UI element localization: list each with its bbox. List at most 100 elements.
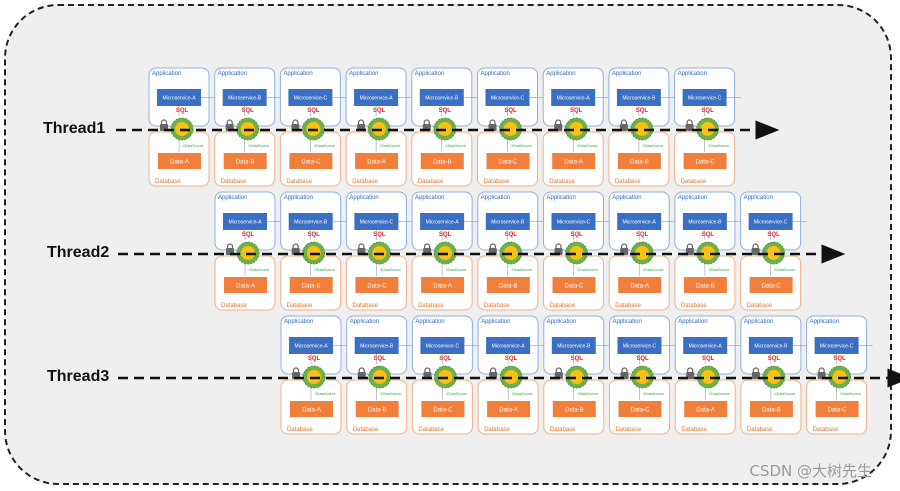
lock-icon-shackle [358,119,365,124]
data-box [683,153,727,169]
application-label: Application [547,319,576,325]
datasource-label: XDataSource [511,268,532,272]
microservice-box [223,213,267,230]
database-label: Database [418,427,444,433]
microservice-label: Microservice-C [426,344,460,350]
data-label: Data-C [301,160,321,166]
datasource-label: XDataSource [774,392,795,396]
microservice-box [617,213,662,230]
application-label: Application [546,71,575,77]
lock-icon-shackle [752,367,759,372]
data-box [421,277,465,293]
database-label: Database [418,303,444,309]
lock-icon-shackle [292,119,299,124]
sql-label: SQL [571,356,584,362]
microservice-label: Microservice-B [425,96,459,102]
microservice-box [486,337,531,354]
database-label: Database [418,179,444,185]
database-label: Database [221,303,247,309]
application-label: Application [678,195,707,201]
database-label: Database [353,427,379,433]
application-label: Application [349,195,378,201]
application-label: Application [350,319,379,325]
datasource-label: XDataSource [314,268,335,272]
cell-1-4: ApplicationMicroservice-ASQLXDataSourceD… [345,67,413,187]
microservice-box [616,89,661,106]
data-box [355,401,399,417]
data-label: Data-A [433,284,452,290]
microservice-label: Microservice-C [294,96,328,102]
lock-icon-shackle [555,367,562,372]
application-label: Application [218,71,247,77]
data-label: Data-A [499,408,518,414]
database-label: Database [681,179,707,185]
datasource-label: XDataSource [709,392,730,396]
lock-icon-shackle [752,243,759,248]
cell-1-7: ApplicationMicroservice-ASQLXDataSourceD… [542,67,610,187]
database-label: Database [550,427,576,433]
microservice-label: Microservice-C [360,220,394,226]
lock-icon-shackle [621,243,628,248]
database-label: Database [747,427,773,433]
data-label: Data-B [368,408,387,414]
watermark: CSDN @大树先生 [749,462,872,480]
datasource-label: XDataSource [445,144,466,148]
application-label: Application [152,71,181,77]
datasource-label: XDataSource [315,392,336,396]
lock-icon-shackle [620,119,627,124]
microservice-box [682,213,727,230]
microservice-box [289,337,333,354]
cell-2-3: ApplicationMicroservice-CSQLXDataSourceD… [345,191,413,311]
lock-icon-shackle [687,367,694,372]
cell-1-5: ApplicationMicroservice-BSQLXDataSourceD… [411,67,478,187]
data-label: Data-B [499,284,518,290]
datasource-label: XDataSource [708,144,729,148]
lock-icon [751,372,760,379]
microservice-box [485,89,530,106]
data-label: Data-B [696,284,715,290]
application-label: Application [283,71,312,77]
microservice-label: Microservice-B [557,344,591,350]
datasource-label: XDataSource [314,144,335,148]
lock-icon-shackle [686,119,693,124]
microservice-box [354,337,399,354]
lock-icon-shackle [555,119,562,124]
lock-icon-shackle [621,367,628,372]
database-label: Database [549,179,575,185]
datasource-label: XDataSource [643,392,664,396]
lock-icon-shackle [423,119,430,124]
microservice-box [485,213,530,230]
data-box [158,153,201,169]
lock-icon-shackle [226,119,233,124]
data-label: Data-C [498,160,518,166]
thread-label-1: Thread1 [43,120,106,137]
cell-2-9: ApplicationMicroservice-CSQLXDataSourceD… [740,191,807,311]
sql-label: SQL [767,232,780,238]
microservice-box [617,337,662,354]
cell-2-2: ApplicationMicroservice-BSQLXDataSourceD… [280,191,347,311]
application-label: Application [612,195,641,201]
lock-icon-shackle [489,243,496,248]
microservice-label: Microservice-A [492,344,526,350]
lock-icon [751,248,760,255]
cell-3-5: ApplicationMicroservice-BSQLXDataSourceD… [543,315,610,435]
cell-2-1: ApplicationMicroservice-ASQLXDataSourceD… [214,191,281,311]
data-box [290,401,333,417]
microservice-box [683,337,728,354]
sql-label: SQL [439,108,452,114]
thread-label-2: Thread2 [47,244,110,261]
application-label: Application [415,195,444,201]
microservice-label: Microservice-A [557,96,591,102]
lock-icon [685,124,694,131]
application-label: Application [678,319,707,325]
data-label: Data-C [564,284,584,290]
cell-1-2: ApplicationMicroservice-BSQLXDataSourceD… [214,67,281,187]
microservice-label: Microservice-A [228,220,262,226]
microservice-label: Microservice-A [426,220,460,226]
microservice-box [551,89,596,106]
sql-label: SQL [570,232,583,238]
microservice-box [354,89,399,106]
database-label: Database [484,303,510,309]
sql-label: SQL [307,108,320,114]
